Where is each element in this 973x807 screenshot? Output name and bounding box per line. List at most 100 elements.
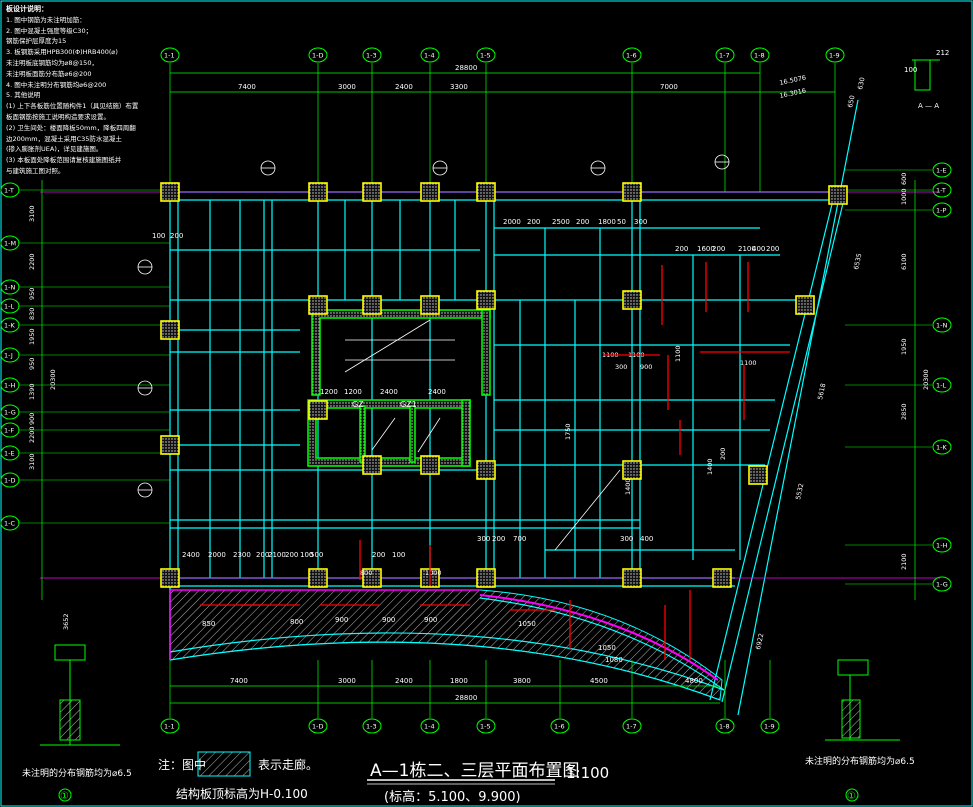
- slab-dim: 200: [170, 232, 183, 240]
- core-dim: 1200: [344, 388, 362, 396]
- grid-bubble-right-circle: [932, 377, 952, 393]
- grid-bubble-bottom: 1-D: [312, 723, 324, 731]
- circle-mark-right: ①: [847, 791, 856, 802]
- column: [308, 295, 328, 315]
- grid-bubble-right: 1-L: [936, 382, 946, 390]
- dim-bottom-part: 7400: [230, 677, 248, 685]
- detail-label: A — A: [918, 102, 939, 110]
- column: [476, 568, 496, 588]
- grid-bubble-top: 1-6: [626, 52, 637, 60]
- grid-bubble-right-circle: [932, 439, 952, 455]
- dim-right-part: 1950: [900, 338, 908, 355]
- grid-bubble-right-circle: [932, 202, 952, 218]
- slab-dim: 1100: [740, 359, 757, 367]
- dim-left-part: 2200: [28, 253, 36, 270]
- note-line: (2) 卫生间处：楼面降板50mm，降板四周翻: [6, 123, 136, 132]
- slab-dim: 2000: [208, 551, 226, 559]
- dim-bottom-part: 3800: [513, 677, 531, 685]
- column: [476, 290, 496, 310]
- grid-bubble-left-circle: [0, 317, 20, 333]
- column-tag: GZ1: [400, 400, 417, 409]
- grid-bubble-bottom: 1-4: [424, 723, 435, 731]
- grid-bubble-top: 1-3: [366, 52, 377, 60]
- corridor-dim: 1080: [605, 656, 623, 664]
- dim-left-part: 950: [28, 288, 36, 300]
- column: [362, 295, 382, 315]
- grid-bubble-bottom-circle: [715, 718, 735, 734]
- grid-bubble-left: 1-L: [4, 303, 14, 311]
- grid-bubble-left: 1-H: [4, 382, 15, 390]
- grid-bubble-right-circle: [932, 162, 952, 178]
- slab-dim: 200: [527, 218, 540, 226]
- grid-bubble-bottom-circle: [760, 718, 780, 734]
- dim-right-part: 2100: [900, 553, 908, 570]
- side-note-left: 未注明的分布钢筋均为⌀6.5: [22, 767, 132, 779]
- note-line: 板面钢筋按施工说明构造要求设置。: [6, 112, 110, 121]
- note-line: 1. 图中钢筋为未注明加筋：: [6, 15, 86, 24]
- slab-dim: 200: [719, 448, 727, 460]
- grid-bubble-right: 1-H: [936, 542, 947, 550]
- slab-dim: 1800: [598, 218, 616, 226]
- column: [795, 295, 815, 315]
- corridor-dim: 900: [382, 616, 395, 624]
- slab-dim: 500: [310, 551, 323, 559]
- grid-bubble-left-circle: [0, 515, 20, 531]
- grid-bubble-top-circle: [750, 47, 770, 63]
- grid-bubble-right: 1-K: [936, 444, 947, 452]
- dim-top-right: 650: [846, 95, 856, 109]
- dim-top-part: 3000: [338, 83, 356, 91]
- slab-dim: 2300: [233, 551, 251, 559]
- dim-right-sub: 1000: [900, 188, 908, 205]
- grid-bubble-left: 1-D: [4, 477, 16, 485]
- slab-dim: 200: [712, 245, 725, 253]
- slab-dim: 1750: [564, 423, 572, 440]
- column: [308, 568, 328, 588]
- dim-top-right: 630: [856, 77, 866, 91]
- grid-bubble-top: 1-D: [312, 52, 324, 60]
- column: [622, 182, 642, 202]
- dim-bottom-total: 28800: [455, 694, 477, 702]
- legend-suffix: 表示走廊。: [258, 757, 318, 772]
- grid-bubble-top-circle: [362, 47, 382, 63]
- column: [160, 182, 180, 202]
- dim-left-part: 830: [28, 308, 36, 320]
- side-note-right: 未注明的分布钢筋均为⌀6.5: [805, 755, 915, 767]
- slab-dim: 1400: [706, 458, 714, 475]
- slab-dim: 200: [576, 218, 589, 226]
- column: [160, 435, 180, 455]
- slab-dim: 400: [640, 535, 653, 543]
- core-dim: 1200: [320, 388, 338, 396]
- corridor-dim: 900: [335, 616, 348, 624]
- drawing-title: A—1栋二、三层平面布置图: [370, 761, 579, 781]
- legend-prefix: 注：图中: [158, 757, 206, 772]
- dim-diagonal: 6922: [754, 633, 765, 651]
- slab-dim: 200: [675, 245, 688, 253]
- grid-bubble-top: 1-8: [754, 52, 765, 60]
- slab-dim: 300: [615, 363, 627, 371]
- dim-bottom-part: 2400: [395, 677, 413, 685]
- grid-bubble-top-circle: [476, 47, 496, 63]
- dim-left-part: 900: [28, 413, 36, 425]
- note-line: 边200mm，混凝土采用C35防水混凝土: [6, 134, 122, 143]
- column: [712, 568, 732, 588]
- column: [476, 460, 496, 480]
- grid-bubble-left-circle: [0, 235, 20, 251]
- grid-bubble-top-circle: [308, 47, 328, 63]
- notes-title: 板设计说明：: [6, 5, 48, 13]
- design-notes: 板设计说明： 1. 图中钢筋为未注明加筋： 2. 图中混凝土强度等级C30； 钢…: [6, 4, 156, 177]
- dim-diagonal: 5532: [794, 483, 805, 501]
- grid-bubble-right: 1-G: [936, 581, 948, 589]
- grid-bubble-right: 1-E: [936, 167, 947, 175]
- column: [622, 568, 642, 588]
- note-line: 5. 其他说明: [6, 91, 41, 100]
- grid-bubble-left-circle: [0, 298, 20, 314]
- grid-bubble-top-circle: [160, 47, 180, 63]
- slab-dim: 1100: [674, 345, 682, 362]
- dim-right-part: 6100: [900, 253, 908, 270]
- slab-dim: 200: [285, 551, 298, 559]
- corridor-dim: 900: [424, 616, 437, 624]
- column: [362, 455, 382, 475]
- dim-left-part: 3652: [62, 613, 70, 630]
- dim-top-part: 2400: [395, 83, 413, 91]
